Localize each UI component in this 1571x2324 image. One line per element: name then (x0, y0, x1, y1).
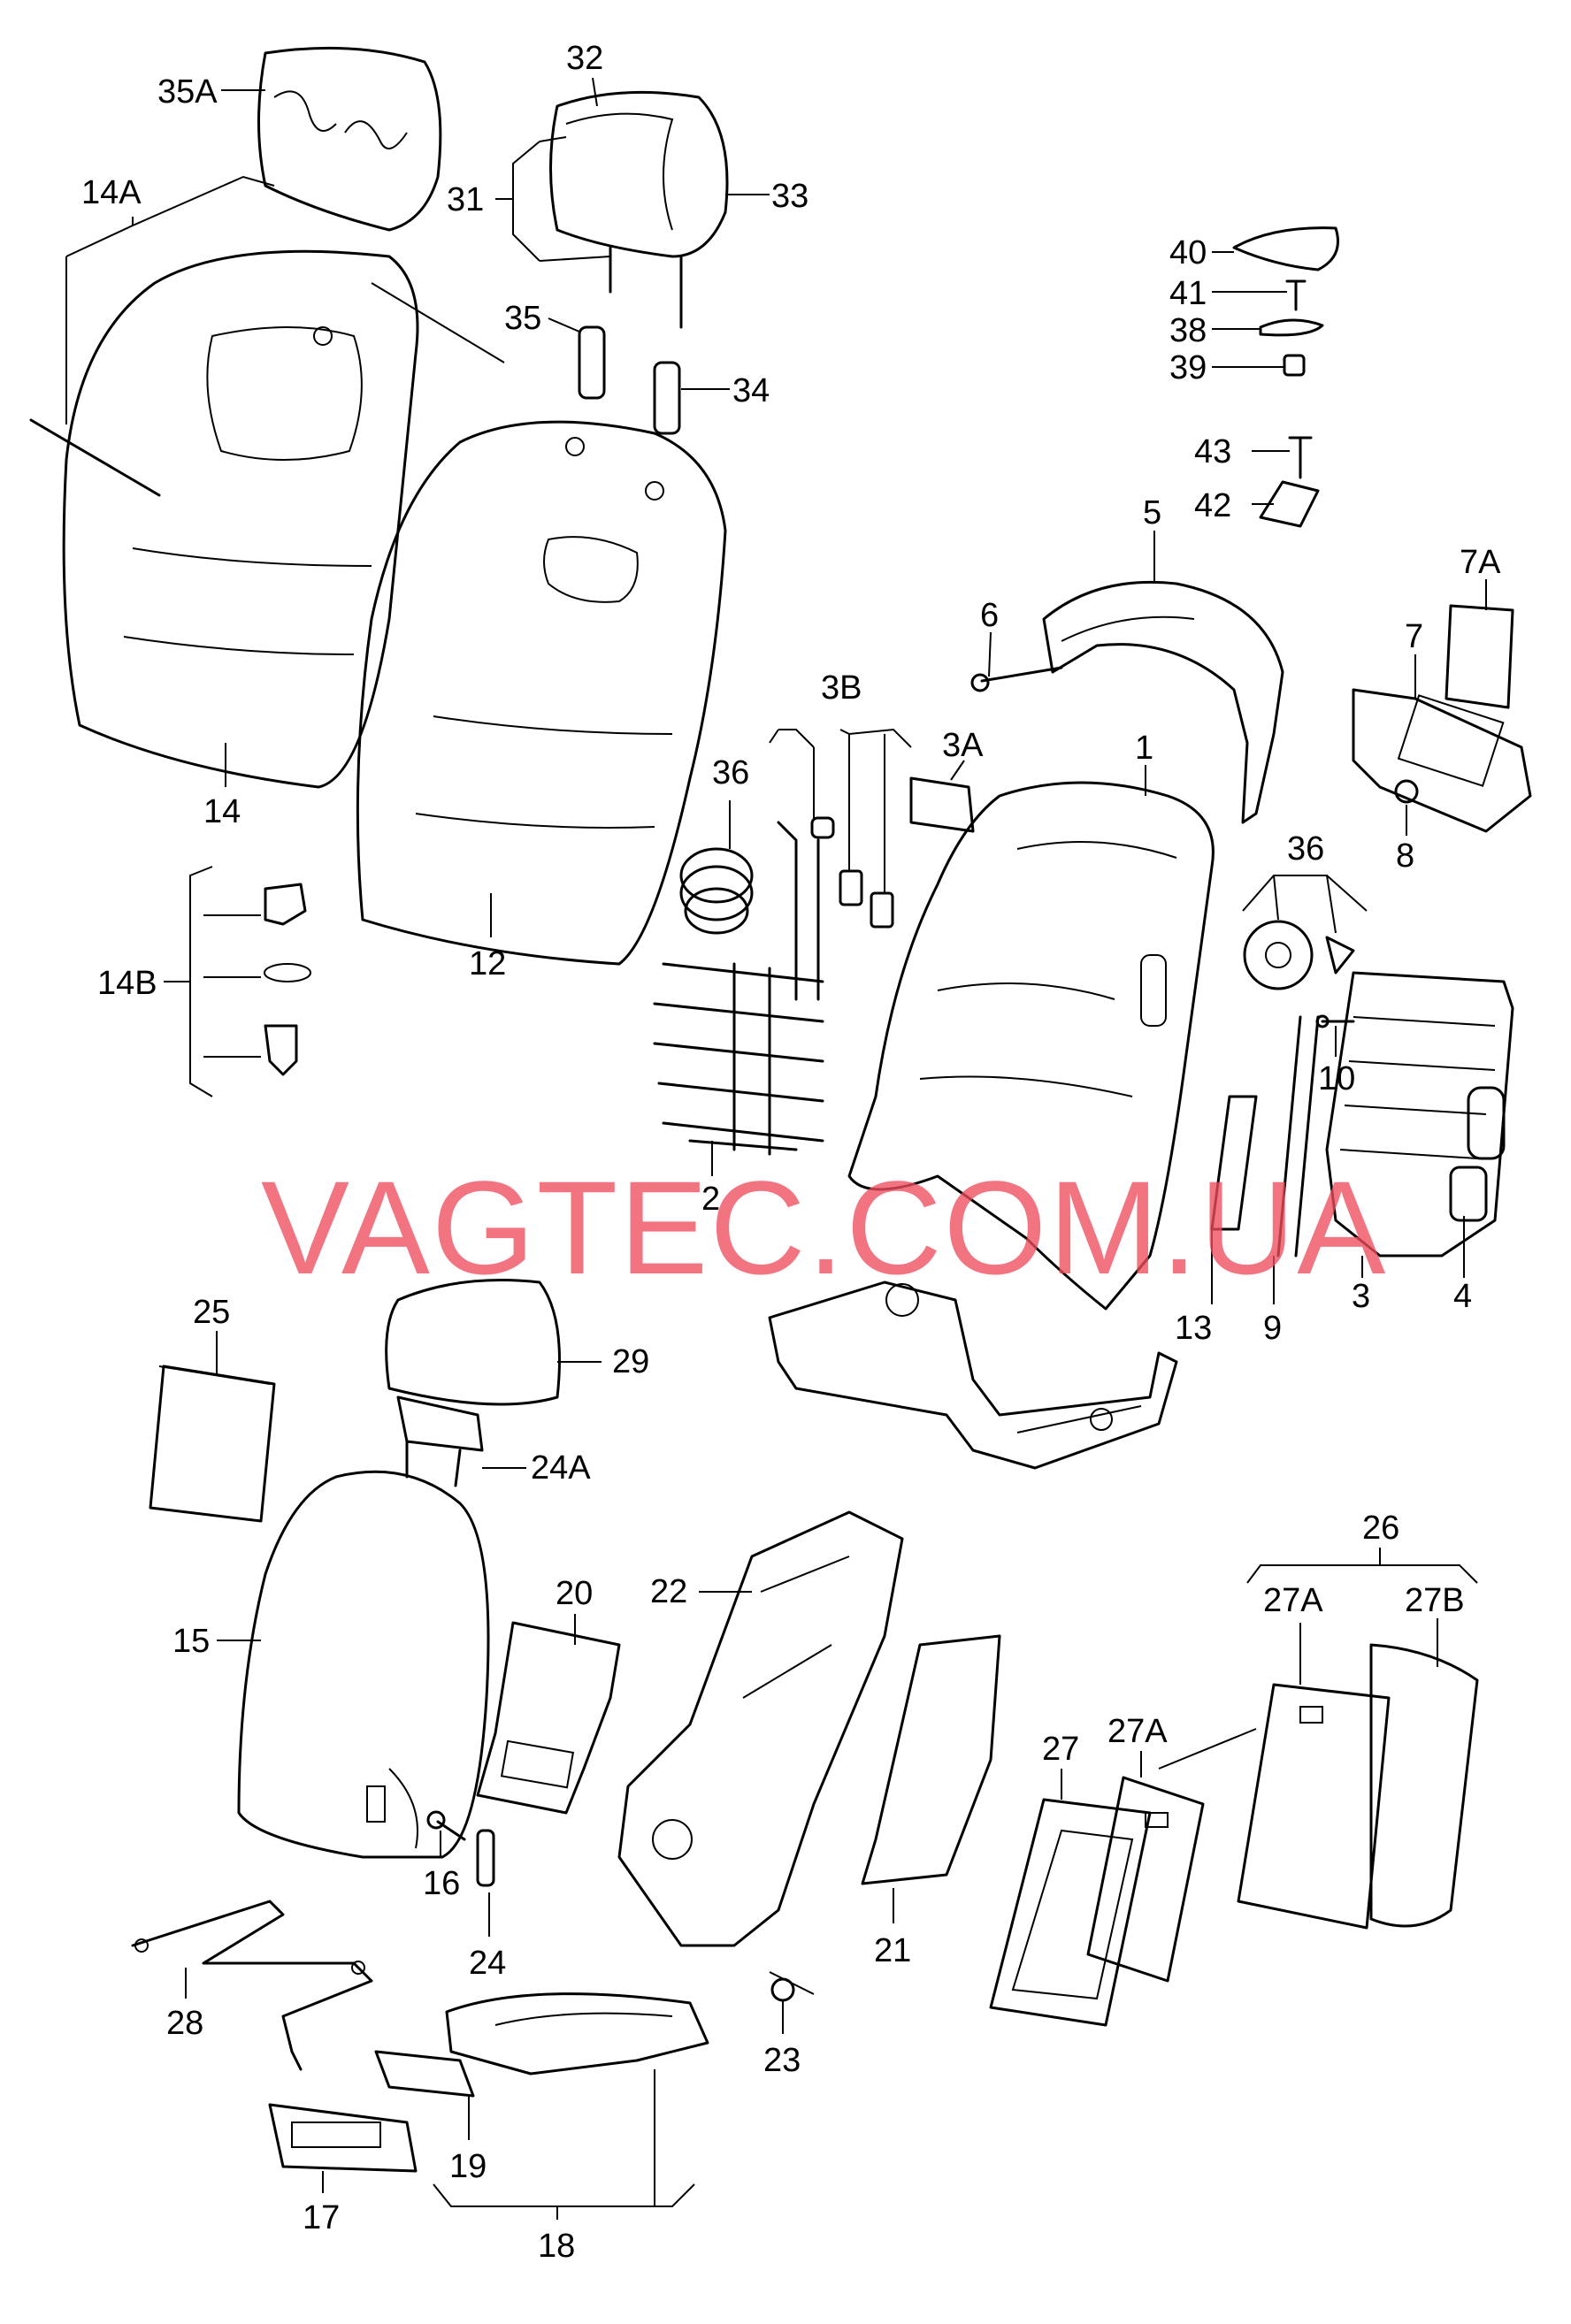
part-27A-switch-assembly (1237, 1683, 1391, 1930)
leader-lines (65, 77, 1487, 2220)
callout-14: 14 (203, 793, 241, 830)
part-27A-panel (1086, 1776, 1205, 1983)
callout-labels: 35A 32 31 33 14A 35 34 40 41 38 39 43 42… (81, 40, 1501, 2265)
part-29-armrest-pad (385, 1279, 561, 1406)
part-28-bracket (131, 1900, 373, 2071)
callout-24: 24 (469, 1945, 506, 1982)
part-13-pad (1210, 1095, 1258, 1231)
part-17-lower-cover (268, 2103, 418, 2173)
part-14-seat-back-cover (29, 249, 505, 789)
part-1-seat-base (768, 1280, 1178, 1470)
callout-9: 9 (1263, 1310, 1282, 1347)
part-9-strip-10-screw (1276, 1014, 1355, 1258)
callout-24A: 24A (531, 1449, 591, 1487)
callout-2: 2 (701, 1181, 720, 1218)
part-6-bolt (970, 666, 1063, 692)
callout-21: 21 (874, 1932, 911, 1969)
callout-5: 5 (1143, 494, 1161, 531)
callout-36-right: 36 (1287, 830, 1324, 868)
part-25-cover-panel (149, 1365, 276, 1523)
callout-3: 3 (1352, 1278, 1370, 1315)
callout-27A-upper: 27A (1263, 1582, 1323, 1619)
callout-31: 31 (447, 181, 484, 218)
callout-16: 16 (423, 1865, 460, 1902)
callout-8: 8 (1396, 837, 1414, 875)
part-27B-cover (1369, 1643, 1479, 1928)
part-35A-headrest-cover (257, 46, 442, 232)
part-3B-clips (810, 816, 894, 929)
callout-13: 13 (1175, 1310, 1212, 1347)
callout-23: 23 (763, 2042, 801, 2079)
part-19-strip (374, 2050, 475, 2098)
callout-6: 6 (980, 597, 999, 634)
callout-35A: 35A (157, 73, 218, 111)
part-21-side-trim (861, 1634, 1001, 1885)
part-1-seat-frame (847, 781, 1215, 1311)
part-22-seat-carrier (617, 1510, 904, 1947)
callout-12: 12 (469, 945, 506, 982)
part-14B-clips (264, 883, 311, 1076)
callout-27A-lower: 27A (1107, 1713, 1168, 1750)
callout-18: 18 (538, 2228, 575, 2265)
part-36-fan (1243, 920, 1355, 990)
callout-36-left: 36 (712, 754, 749, 791)
callout-32: 32 (566, 40, 603, 77)
part-20-armrest-insert (476, 1621, 621, 1815)
callout-14A: 14A (81, 174, 142, 211)
callout-20: 20 (556, 1575, 593, 1612)
callout-33: 33 (771, 178, 808, 215)
callout-25: 25 (193, 1294, 230, 1331)
callout-7: 7 (1405, 618, 1423, 655)
part-36-spring-coil (679, 847, 754, 935)
callout-42: 42 (1194, 487, 1231, 524)
callout-27B: 27B (1405, 1582, 1465, 1619)
callout-7A: 7A (1460, 544, 1501, 581)
callout-3B: 3B (821, 669, 862, 707)
part-3A-bracket (909, 776, 975, 833)
callout-35: 35 (504, 300, 541, 337)
part-5-backrest-upper-frame (1042, 580, 1284, 824)
callout-22: 22 (650, 1573, 687, 1610)
callout-39: 39 (1169, 349, 1207, 386)
callout-17: 17 (303, 2199, 340, 2236)
part-2-lumbar-support (653, 821, 824, 1156)
callout-40: 40 (1169, 234, 1207, 271)
part-small-hardware-top-right (1232, 226, 1339, 528)
part-24A-armrest-bracket (396, 1395, 484, 1487)
part-12-seat-back-cushion (356, 420, 727, 966)
callout-41: 41 (1169, 275, 1207, 312)
callout-43: 43 (1194, 433, 1231, 470)
callout-15: 15 (172, 1623, 210, 1660)
callout-26: 26 (1362, 1510, 1399, 1547)
callout-3A: 3A (942, 727, 984, 764)
callout-29: 29 (612, 1343, 649, 1380)
callout-34: 34 (732, 372, 770, 409)
part-18-seat-cushion (445, 1992, 709, 2076)
part-27-frame (989, 1798, 1152, 2027)
part-7-control-unit (1352, 604, 1532, 833)
part-32-headrest (549, 90, 729, 329)
callout-19: 19 (449, 2148, 487, 2185)
callout-27: 27 (1042, 1731, 1079, 1768)
part-3-adjust-mechanism (1325, 971, 1514, 1258)
part-35-headrest-guide (578, 325, 681, 435)
callout-14B: 14B (97, 965, 157, 1002)
part-15-armrest (237, 1470, 490, 1859)
callout-38: 38 (1169, 312, 1207, 349)
callout-28: 28 (166, 2005, 203, 2042)
callout-1: 1 (1135, 730, 1153, 767)
part-24-clip (476, 1829, 495, 1887)
callout-10: 10 (1318, 1060, 1355, 1097)
part-16-screw (426, 1810, 466, 1841)
watermark: VAGTEC.COM.UA (261, 1153, 1387, 1302)
callout-4: 4 (1453, 1278, 1472, 1315)
